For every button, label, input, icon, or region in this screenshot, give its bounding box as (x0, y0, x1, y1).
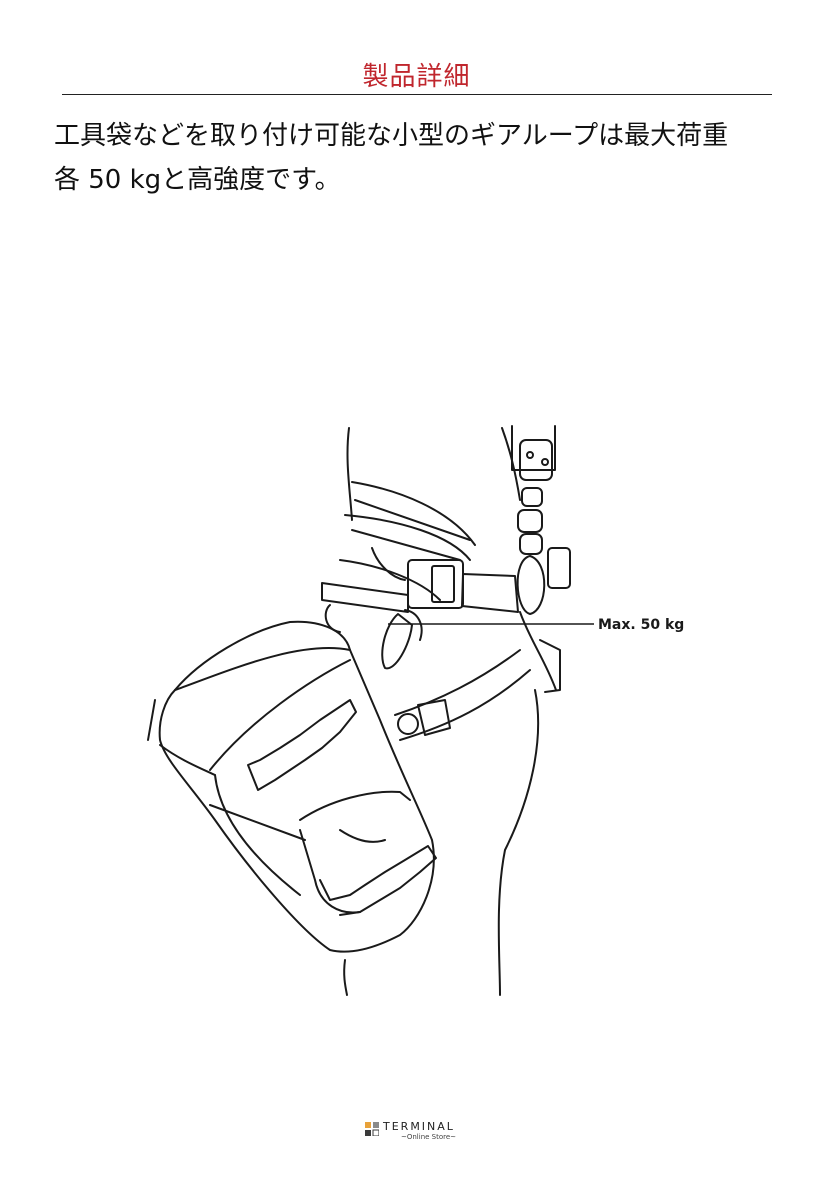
leg-loop (394, 611, 561, 741)
brand-name: TERMINAL (383, 1120, 455, 1133)
page-title: 製品詳細 (362, 62, 471, 92)
belt-buckle (321, 559, 519, 613)
brand-subtitle: ~Online Store~ (401, 1133, 457, 1141)
tool-bag (147, 620, 437, 953)
leg-outline (343, 427, 540, 996)
description-line-1: 工具袋などを取り付け可能な小型のギアループは最大荷重 (54, 121, 729, 151)
title-divider (62, 94, 772, 95)
brand-mark-icon (365, 1122, 379, 1136)
carabiner-chain (511, 425, 571, 615)
product-description: 工具袋などを取り付け可能な小型のギアループは最大荷重 各 50 kgと高強度です… (54, 114, 794, 202)
gear-loop-clips (324, 604, 423, 670)
description-line-2: 各 50 kgと高強度です。 (54, 165, 341, 195)
waist-belt (339, 481, 476, 601)
callout-label: Max. 50 kg (598, 617, 684, 633)
harness-illustration: Max. 50 kg (147, 425, 684, 996)
footer-logo: TERMINAL ~Online Store~ (365, 1120, 475, 1146)
